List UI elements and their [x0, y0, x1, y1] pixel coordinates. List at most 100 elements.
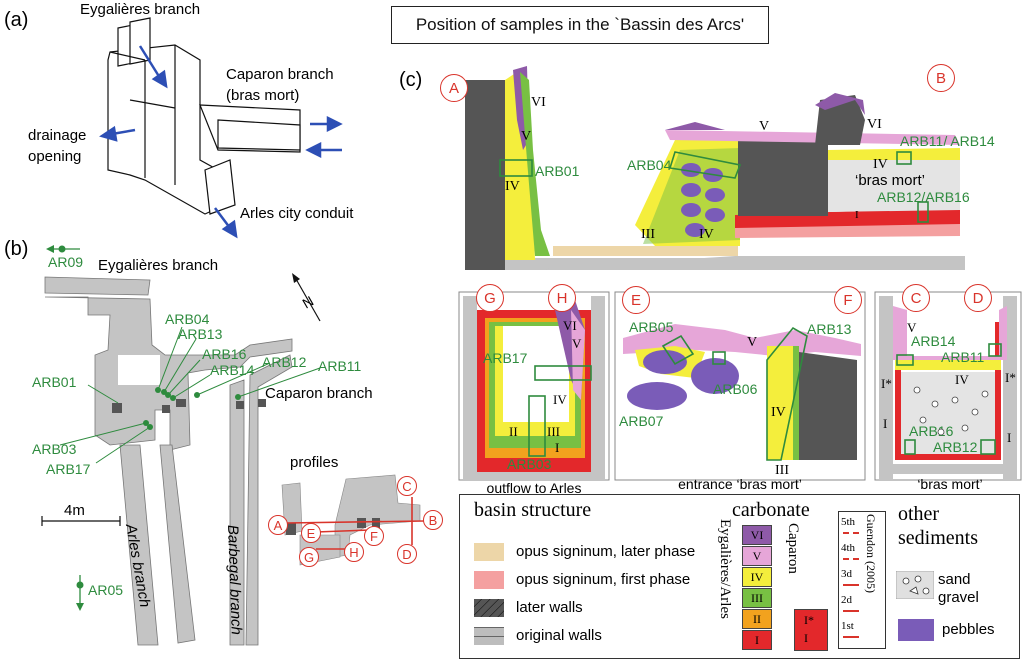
caption-entrance: entrance ‘bras mort’: [678, 476, 802, 492]
pebbles-profile-b: [681, 163, 725, 237]
panel-b-label: (b): [4, 238, 28, 260]
gravel-cd: [913, 386, 989, 436]
sample-arb17: ARB17: [46, 461, 91, 477]
legend: basin structure opus signinum, later pha…: [459, 494, 1020, 659]
sample-arb11: ARB11: [318, 358, 362, 374]
profile-letter-e: E: [301, 523, 321, 543]
label-profiles: profiles: [290, 454, 338, 471]
legend-pebbles: pebbles: [942, 621, 995, 638]
legend-sediments: sediments: [898, 527, 978, 549]
figure-title-text: Position of samples in the `Bassin des A…: [415, 15, 745, 34]
legend-sand: sand: [938, 571, 971, 588]
profile-letter-c: C: [397, 476, 417, 496]
sample-arb11-14-c: ARB11/ ARB14: [900, 133, 995, 149]
isometric-basin-drawing: [107, 17, 301, 215]
plan-sample-points: [143, 387, 241, 430]
phase-b-i: I: [855, 209, 859, 221]
flow-arrows-a: [99, 45, 343, 239]
phase-a-iv: IV: [505, 179, 520, 194]
phase-swatch-iv: IV: [742, 567, 772, 587]
phase-b-iv-2: IV: [699, 227, 714, 242]
profile-letter-g: G: [299, 547, 319, 567]
profile-letter-a: A: [268, 515, 288, 535]
panel-b: (b) AR09 Eygalières branch: [4, 238, 425, 646]
panel-c-label: (c): [399, 69, 422, 91]
north-arrow: N: [292, 273, 321, 322]
sand-gravel-swatch: [896, 571, 934, 599]
sample-arb03: ARB03: [32, 441, 77, 457]
sample-ar09: AR09: [48, 254, 83, 270]
label-arles-conduit-a: Arles city conduit: [240, 205, 354, 222]
profile-letter-h: H: [344, 542, 364, 562]
legend-label-1: opus signinum, first phase: [516, 571, 691, 588]
guendon-line-3: [843, 610, 859, 612]
caparon-phase-1: I: [804, 631, 808, 645]
phase-b-iii: III: [641, 227, 655, 242]
sample-arb11-cd: ARB11: [941, 349, 985, 365]
phase-a-vi: VI: [531, 95, 546, 110]
legend-label-3: original walls: [516, 627, 602, 644]
sample-arb17-c: ARB17: [483, 350, 528, 366]
caption-bras-mort: ‘bras mort’: [917, 476, 983, 492]
phase-a-v: V: [521, 129, 531, 144]
pebbles-swatch: [898, 619, 934, 641]
sample-arb01-c: ARB01: [535, 163, 580, 179]
sample-arb13-c: ARB13: [807, 321, 852, 337]
guendon-line-2: [843, 584, 859, 586]
label-bras-mort-a: (bras mort): [226, 87, 299, 104]
sample-arb16: ARB16: [202, 346, 247, 362]
phase-ef-v: V: [747, 335, 757, 350]
legend-swatch-0: [474, 543, 504, 561]
sample-arb13: ARB13: [178, 326, 223, 342]
scale-bar: [41, 516, 121, 526]
label-caparon-a: Caparon branch: [226, 66, 334, 83]
caparon-phase-0: I*: [804, 613, 814, 627]
profile-gh: [458, 291, 610, 481]
sample-arb05-c: ARB05: [629, 319, 674, 335]
guendon-line-1: [843, 558, 859, 560]
phase-swatch-iii: III: [742, 588, 772, 608]
phase-cd-i-right: I: [1007, 430, 1011, 445]
phase-ef-iv: IV: [771, 405, 786, 420]
legend-gravel: gravel: [938, 589, 979, 606]
profile-circle-f: F: [834, 286, 862, 314]
sample-arb16-cd: ARB16: [909, 423, 954, 439]
legend-swatch-2: [474, 599, 504, 617]
profile-circle-e: E: [622, 286, 650, 314]
guendon-mark-0: 5th: [841, 516, 856, 528]
plan-later-walls: [112, 399, 266, 413]
ar09-marker: [46, 245, 80, 253]
panel-a-label: (a): [4, 9, 28, 31]
phase-swatch-v: V: [742, 546, 772, 566]
sample-ar05: AR05: [88, 582, 123, 598]
label-barbegal-branch: Barbegal branch: [224, 525, 245, 636]
sample-boxes-gh: [528, 365, 592, 457]
sample-arb07-c: ARB07: [619, 413, 664, 429]
figure-title: Position of samples in the `Bassin des A…: [391, 6, 769, 44]
sample-arb12-16-c: ARB12/ARB16: [877, 189, 970, 205]
label-caparon-b: Caparon branch: [265, 385, 373, 402]
profile-circle-d: D: [964, 284, 992, 312]
plan-sample-leaders: [59, 326, 321, 464]
legend-guendon: Guendon (2005): [864, 514, 878, 593]
sample-arb04: ARB04: [165, 311, 210, 327]
phase-ef-iii: III: [775, 463, 789, 478]
profile-circle-g: G: [476, 284, 504, 312]
phase-gh-iii: III: [547, 424, 560, 439]
guendon-line-0: [843, 532, 859, 534]
guendon-mark-2: 3d: [841, 568, 852, 580]
phase-cd-i-star-right: I*: [1005, 370, 1016, 385]
plan-basin-interior: [118, 355, 160, 385]
profile-circle-c: C: [902, 284, 930, 312]
sample-arb14-cd: ARB14: [911, 333, 956, 349]
label-eygalieres-b: Eygalières branch: [98, 257, 218, 274]
legend-eygalieres-arles: Eygalières/Arles: [717, 519, 733, 619]
phase-gh-v: V: [572, 336, 582, 351]
sample-boxes-ef: [661, 326, 808, 461]
phase-gh-i: I: [555, 440, 559, 455]
phase-b-iv: IV: [873, 157, 888, 172]
caparon-swatch: [794, 609, 828, 651]
panel-a: (a) Eygalières branch Caparon branch (br…: [4, 1, 354, 239]
legend-other: other: [898, 503, 940, 525]
phase-swatch-ii: II: [742, 609, 772, 629]
